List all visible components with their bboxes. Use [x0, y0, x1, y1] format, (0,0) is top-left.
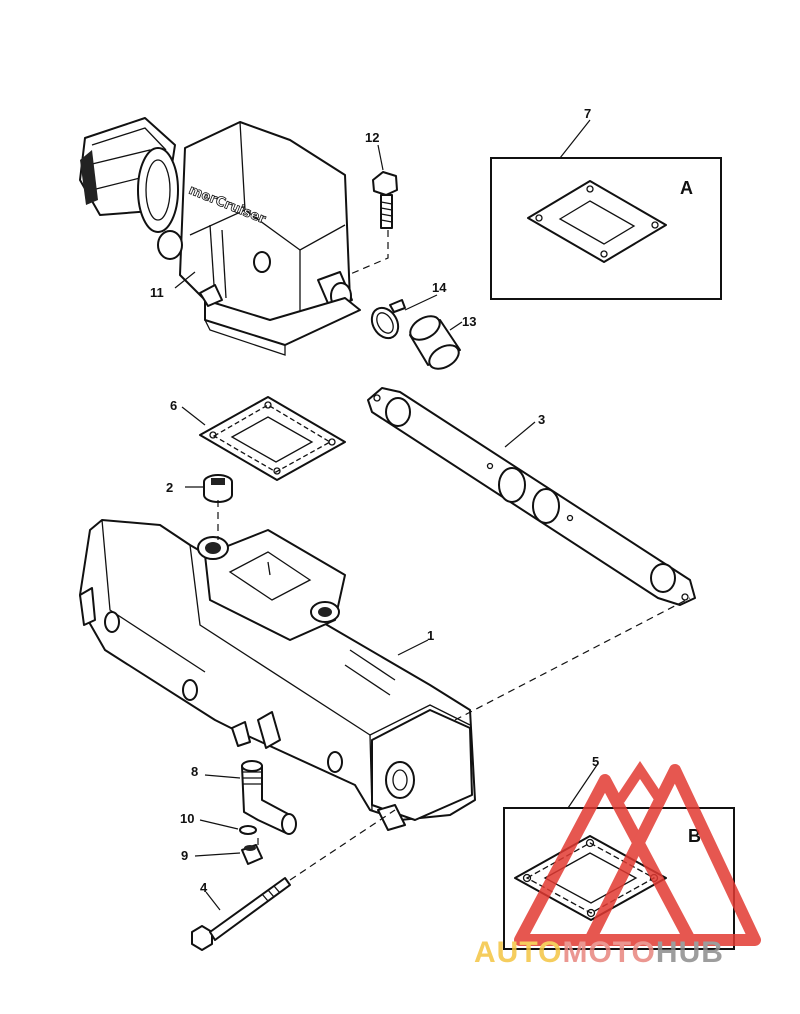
callout-7: 7 [584, 106, 591, 121]
callout-2: 2 [166, 480, 173, 495]
inset-a-letter: A [680, 178, 693, 198]
part-14-hose-clamp [370, 299, 406, 340]
part-9-drain-plug [241, 844, 263, 865]
part-1-exhaust-manifold [79, 519, 476, 831]
part-13-hose [409, 315, 461, 370]
callout-4: 4 [200, 880, 208, 895]
leader-lines [174, 119, 598, 911]
callout-5: 5 [592, 754, 599, 769]
part-12-bolt [372, 171, 398, 229]
callout-3: 3 [538, 412, 545, 427]
part-3-manifold-gasket [367, 387, 696, 606]
callout-labels: 7 12 14 13 11 6 2 3 1 8 10 9 4 5 [150, 106, 599, 895]
callout-14: 14 [432, 280, 447, 295]
watermark-text-moto: MOTO [562, 936, 655, 969]
watermark-triangle-logo [514, 760, 761, 946]
assembly-lines [217, 230, 691, 881]
watermark-text-hub: HUB [656, 936, 724, 969]
inset-box-b: B [503, 807, 735, 950]
watermark-text-auto: AUTO [474, 936, 562, 969]
part-4-long-bolt [191, 877, 291, 951]
callout-8: 8 [191, 764, 198, 779]
callout-11: 11 [150, 285, 164, 300]
inset-box-a: A [490, 157, 722, 300]
part-11-exhaust-elbow: merCruiser [79, 117, 361, 356]
part-6-gasket [199, 396, 346, 481]
callout-9: 9 [181, 848, 188, 863]
watermark: AUTOMOTOHUB [474, 760, 761, 969]
part-10-o-ring [239, 825, 257, 835]
callout-13: 13 [462, 314, 476, 329]
part-8-elbow-fitting [241, 760, 297, 835]
callout-1: 1 [427, 628, 434, 643]
svg-text:AUTOMOTOHUB: AUTOMOTOHUB [474, 936, 724, 969]
callout-12: 12 [365, 130, 379, 145]
gasket-a-drawing [527, 180, 667, 263]
callout-10: 10 [180, 811, 194, 826]
callout-6: 6 [170, 398, 177, 413]
part-2-pipe-plug [203, 474, 233, 503]
